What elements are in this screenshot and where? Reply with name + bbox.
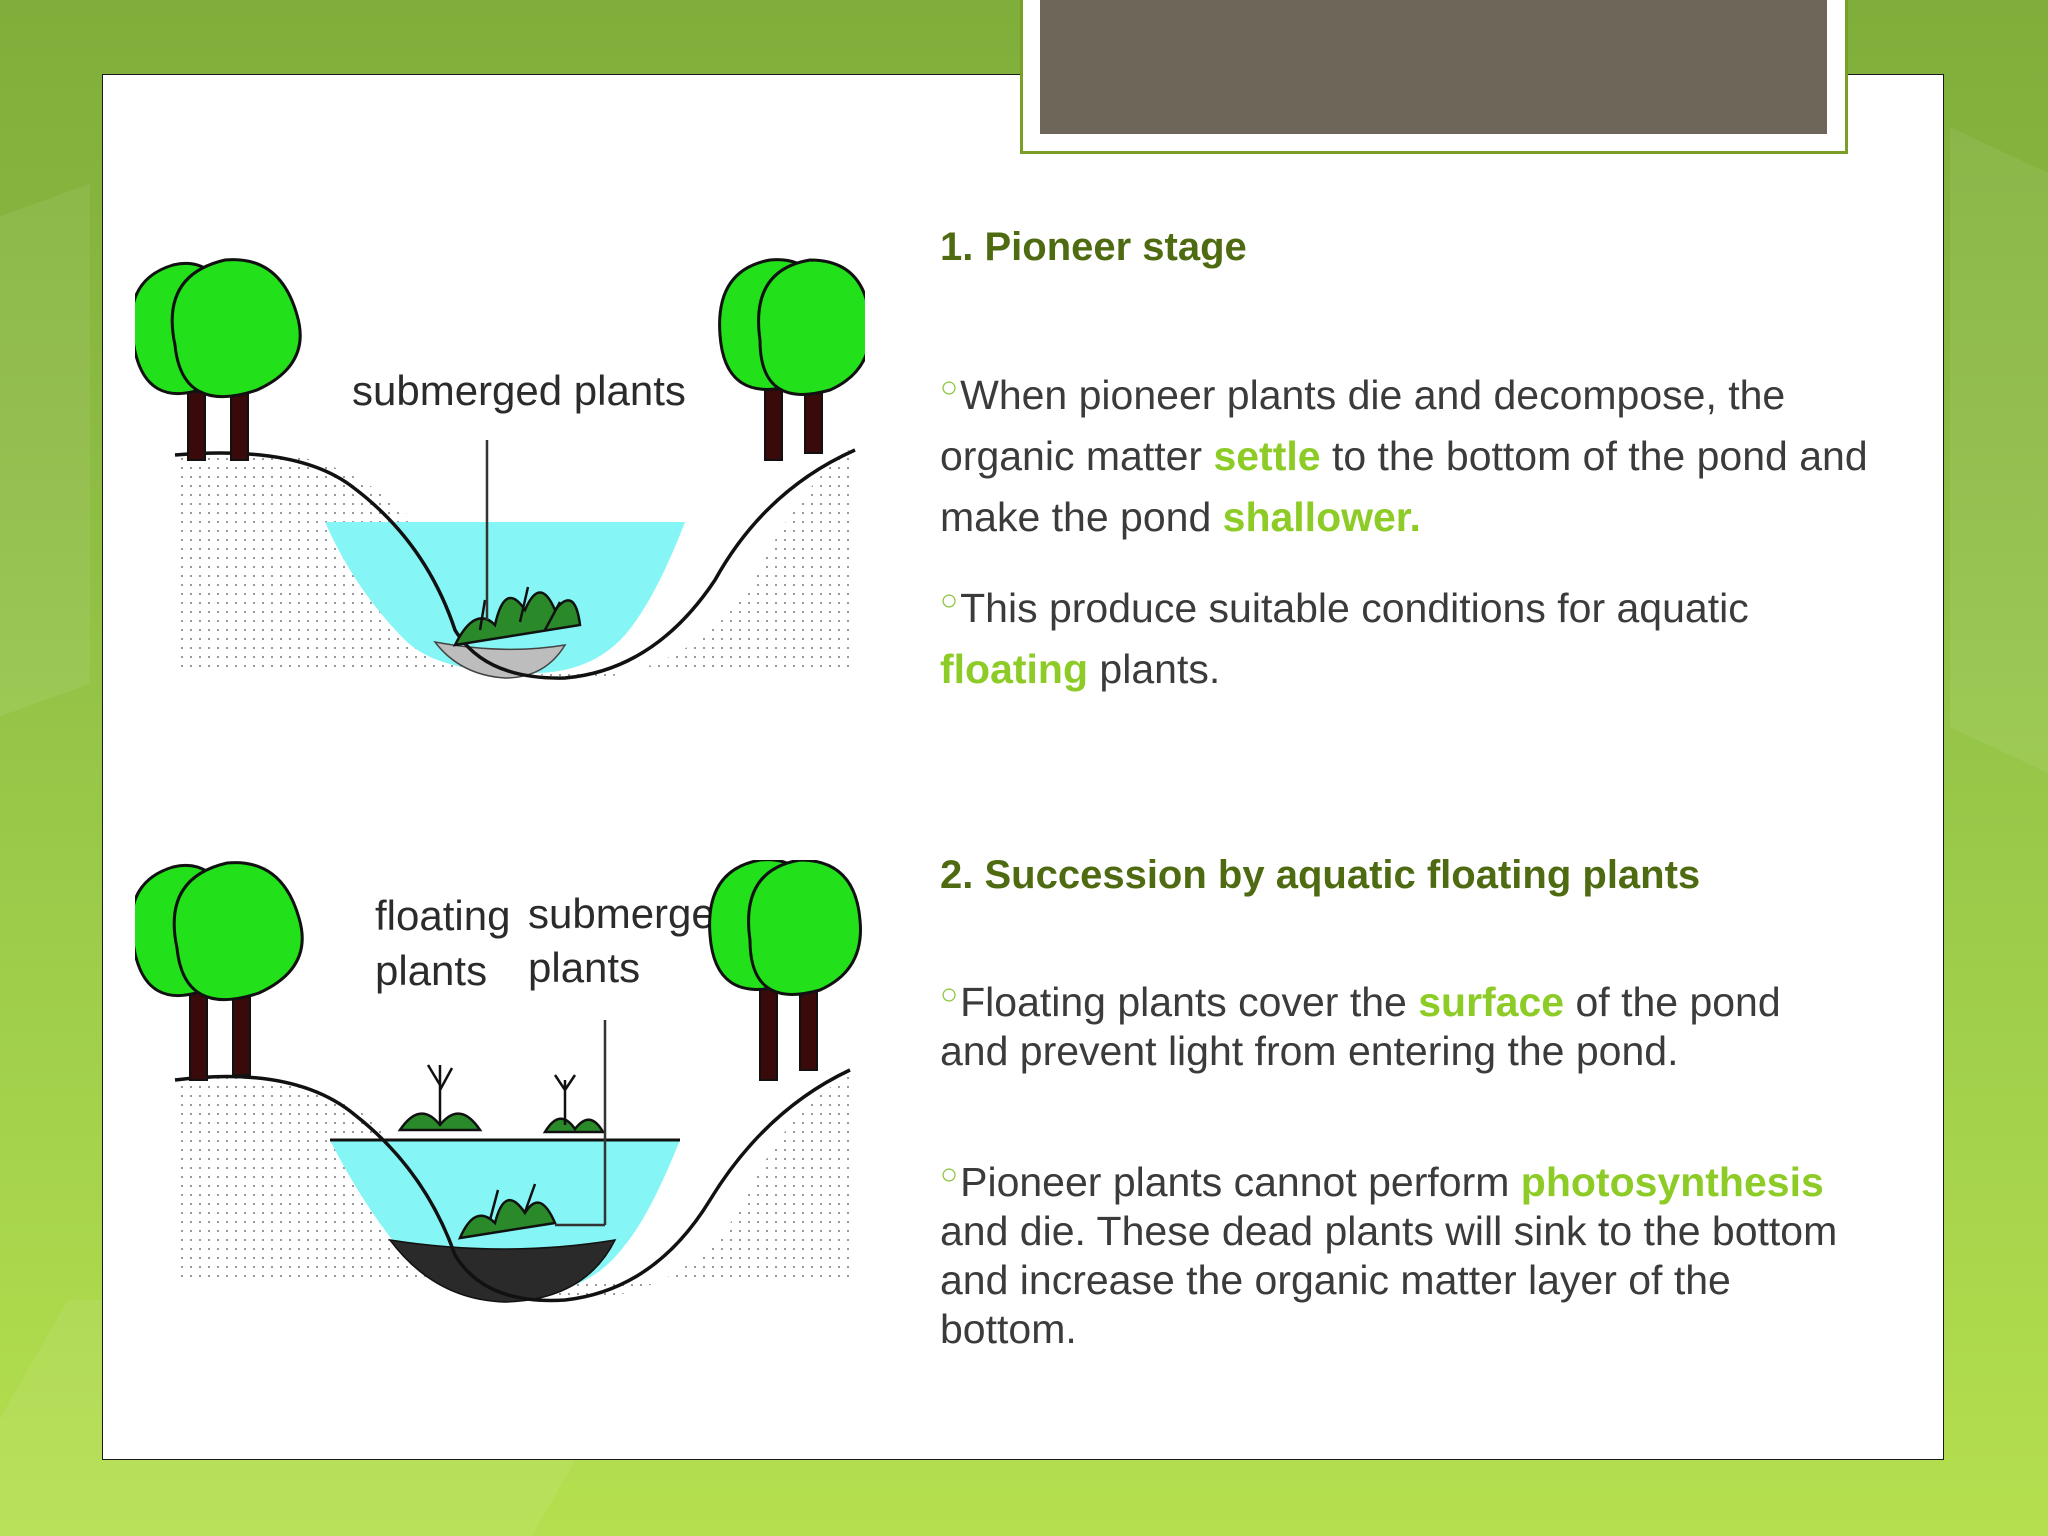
submerged-label-line1: submerged — [528, 890, 738, 937]
text: and die. These dead plants will sink to … — [940, 1208, 1838, 1352]
title-placeholder — [1040, 0, 1827, 134]
text: Pioneer plants cannot perform — [960, 1159, 1521, 1205]
tree-icon — [135, 861, 304, 1081]
bullet-icon: ○ — [940, 584, 959, 617]
section1-heading: 1. Pioneer stage — [940, 225, 1247, 269]
pond-sediment — [388, 1238, 617, 1303]
floating-plants-diagram: floating plants submerged plants — [135, 860, 862, 1303]
bullet-icon: ○ — [940, 978, 959, 1011]
highlight-photosynthesis: photosynthesis — [1520, 1159, 1824, 1205]
floating-label-line1: floating — [375, 892, 510, 939]
plant-icon — [452, 586, 582, 647]
highlight-floating: floating — [940, 646, 1089, 692]
text: When pioneer plants die and decompose, t… — [940, 372, 1786, 479]
text: This produce suitable conditions for aqu… — [960, 585, 1749, 631]
ground-outline — [174, 1068, 851, 1303]
highlight-shallower: shallower. — [1222, 494, 1421, 540]
text: to the bottom of the pond and make the p… — [940, 433, 1868, 540]
tree-icon — [135, 258, 302, 461]
text: plants. — [1088, 646, 1221, 692]
text: of the pond and prevent light from enter… — [940, 979, 1781, 1074]
highlight-surface: surface — [1418, 979, 1565, 1025]
section2-bullet2: ○Pioneer plants cannot perform photosynt… — [940, 1150, 1860, 1354]
floating-label-line2: plants — [375, 947, 487, 994]
background-shape — [1950, 127, 2048, 773]
pond-sediment — [433, 640, 567, 679]
plant-icon — [457, 1183, 557, 1240]
section2-heading: 2. Succession by aquatic floating plants — [940, 853, 1701, 897]
submerged-label-line2: plants — [528, 944, 640, 991]
text: Floating plants cover the — [960, 979, 1419, 1025]
section1-bullet2: ○This produce suitable conditions for aq… — [940, 570, 1900, 700]
ground — [175, 445, 855, 680]
ground — [175, 1075, 850, 1300]
background-shape — [0, 183, 90, 717]
tree-icon — [718, 258, 865, 461]
section1-bullet1: ○When pioneer plants die and decompose, … — [940, 357, 1880, 548]
pioneer-stage-diagram: submerged plants — [135, 258, 865, 680]
plant-icon — [397, 1064, 606, 1134]
tree-icon — [708, 860, 862, 1081]
highlight-settle: settle — [1213, 433, 1321, 479]
bullet-icon: ○ — [940, 371, 959, 404]
submerged-plants-label: submerged plants — [352, 367, 686, 414]
section2-bullet1: ○Floating plants cover the surface of th… — [940, 970, 1840, 1076]
ground-outline — [174, 448, 856, 680]
pond-water — [325, 522, 685, 674]
bullet-icon: ○ — [940, 1158, 959, 1191]
